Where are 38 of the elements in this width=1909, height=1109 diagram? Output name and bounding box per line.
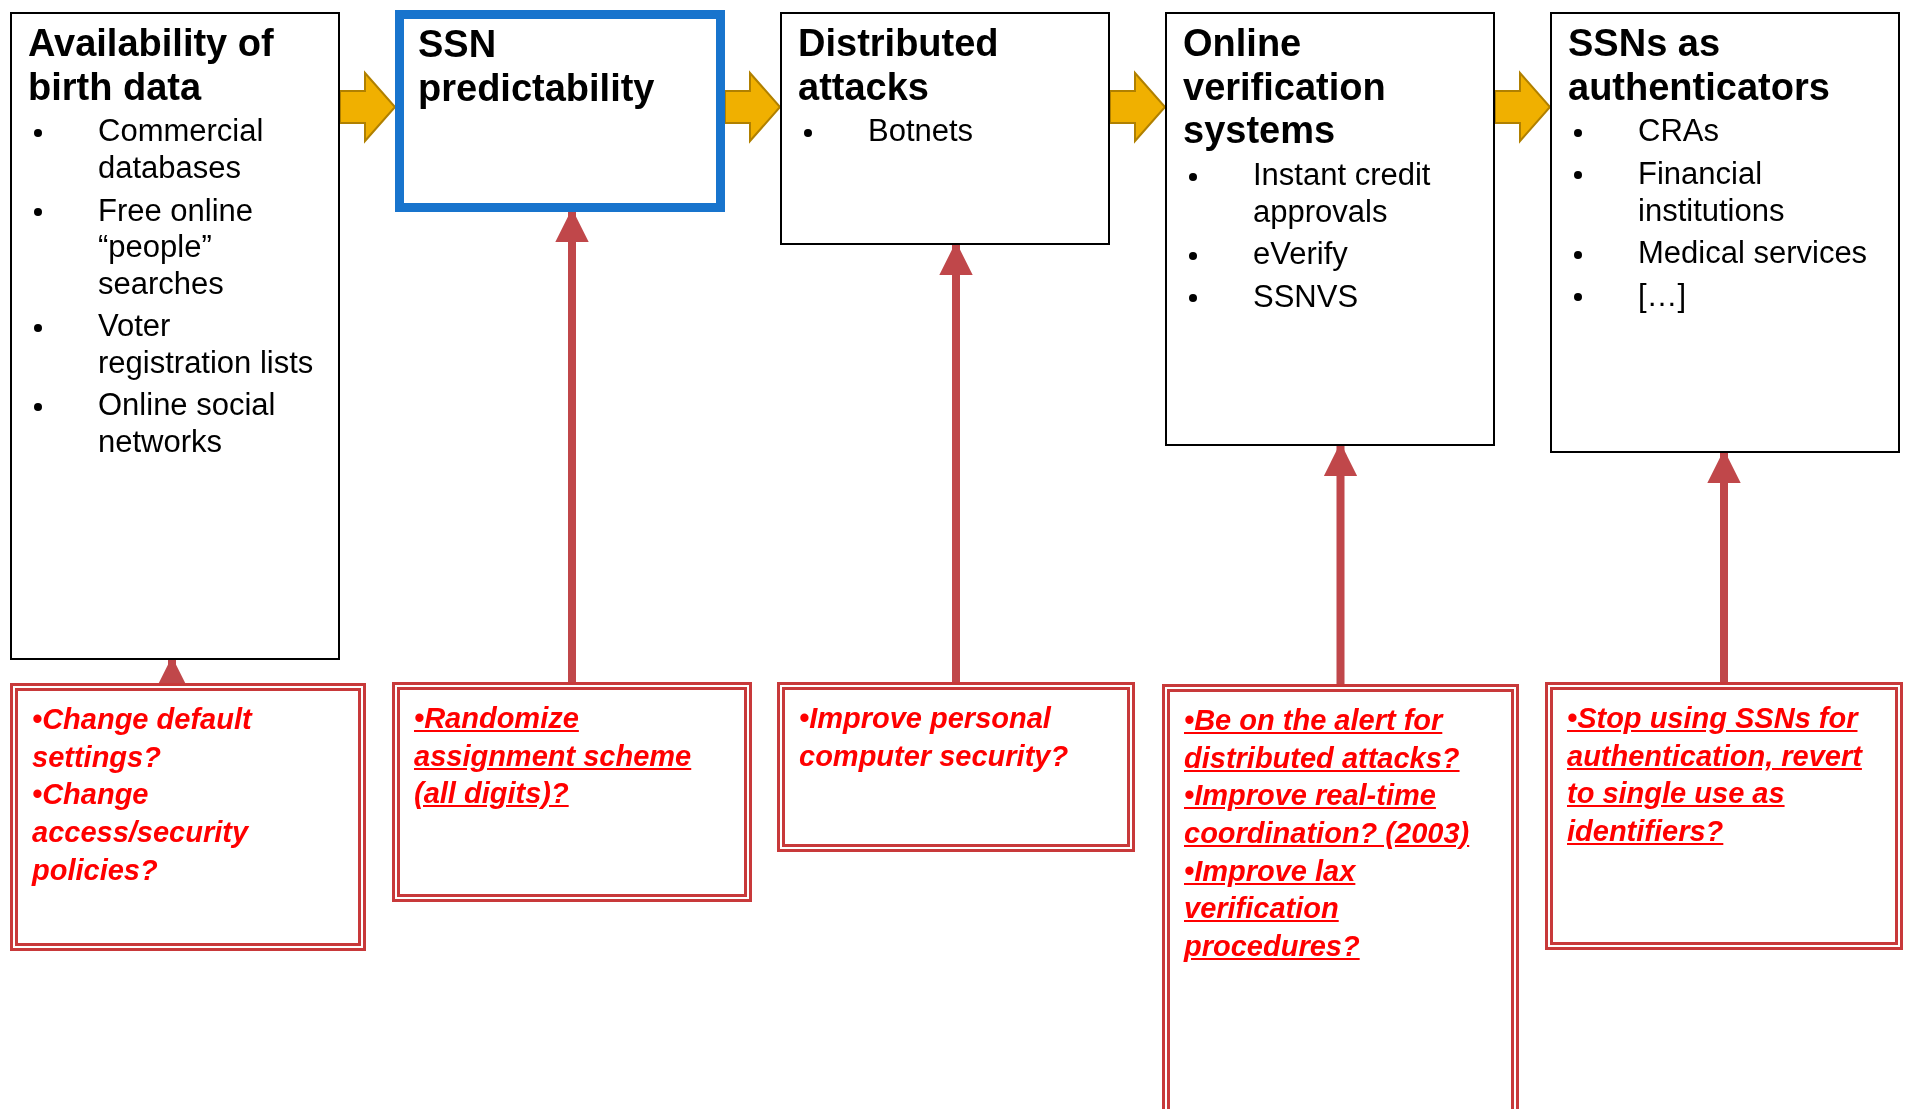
box-heading: SSNs as authenticators — [1568, 22, 1831, 110]
question-text: •Randomize assignment scheme (all digits)? — [414, 701, 693, 812]
question-text: •Be on the alert for distributed attacks? — [1184, 703, 1461, 776]
box-heading: Online verification systems — [1183, 22, 1387, 154]
box-heading: Availability of birth data — [28, 22, 275, 110]
question-box — [392, 682, 752, 902]
arrow — [1494, 70, 1552, 144]
process-box — [1165, 12, 1495, 446]
process-box — [1550, 12, 1900, 453]
question-text: •Change default settings? — [32, 702, 254, 775]
question-box — [1162, 684, 1519, 1109]
bullet-item: Botnets — [798, 113, 1098, 150]
question-text: •Improve real-time coordination? (2003) — [1184, 778, 1471, 852]
question-text: •Improve personal computer security? — [799, 701, 1070, 774]
bullet-item: Medical services — [1568, 235, 1888, 272]
bullet-item: Free online “people” searches — [28, 192, 328, 303]
question-box — [1545, 682, 1903, 950]
question-text: •Change access/security policies? — [32, 777, 250, 888]
bullet-item: Voter registration lists — [28, 308, 328, 382]
arrow — [1109, 70, 1167, 144]
bullet-item: Financial institutions — [1568, 155, 1888, 230]
arrow — [724, 70, 782, 144]
question-text: •Stop using SSNs for authentication, revert to single use as identifiers? — [1567, 701, 1864, 850]
box-heading: SSN predictability — [418, 23, 656, 111]
bullet-item: SSNVS — [1183, 278, 1483, 316]
process-box — [10, 12, 340, 660]
box-heading: Distributed attacks — [798, 22, 1000, 110]
bullet-item: eVerify — [1183, 236, 1483, 273]
question-box — [10, 683, 366, 951]
question-text: •Improve lax verification procedures? — [1184, 853, 1361, 965]
highlighted-box — [395, 10, 725, 212]
bullet-item: Commercial databases — [28, 113, 328, 187]
bullet-item: Online social networks — [28, 387, 328, 461]
bullet-item: CRAs — [1568, 113, 1888, 150]
question-box — [777, 682, 1135, 852]
process-box — [780, 12, 1110, 245]
arrow — [339, 70, 397, 144]
bullet-item: […] — [1568, 277, 1888, 315]
